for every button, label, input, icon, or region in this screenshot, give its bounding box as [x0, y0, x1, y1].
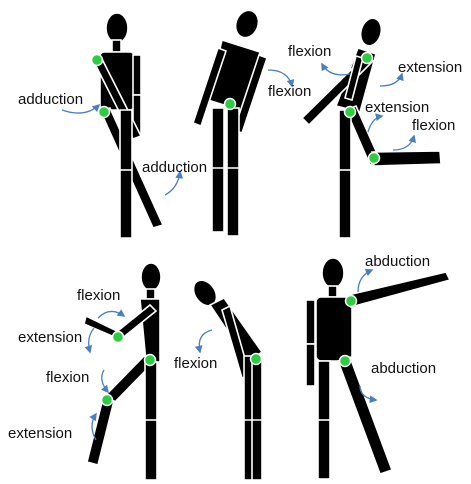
- leg-back: [212, 108, 224, 232]
- shoulder-joint: [362, 53, 373, 64]
- shin-flexed: [372, 151, 441, 166]
- flexion-arrow-2: [102, 370, 108, 392]
- hip-joint: [340, 356, 351, 367]
- shin-flexed: [87, 398, 114, 465]
- left-arm-lower: [306, 344, 315, 386]
- label-flexion-1: flexion: [288, 43, 331, 60]
- right-arm-upper: [133, 55, 141, 95]
- hip-joint: [251, 354, 262, 365]
- label-abduction-1: abduction: [365, 253, 430, 270]
- extension-arrow-1: [89, 328, 94, 352]
- leg-stance: [339, 110, 351, 238]
- hip-joint: [225, 99, 236, 110]
- label-extension-2: extension: [365, 99, 429, 116]
- label-flexion-1: flexion: [77, 287, 120, 304]
- panel-hip-adduction: adduction adduction: [18, 13, 207, 238]
- label-adduction-1: adduction: [18, 91, 83, 108]
- panel-abduction: abduction abduction: [306, 253, 450, 479]
- flexion-arrow: [199, 330, 212, 352]
- shoulder-joint: [92, 55, 103, 66]
- shoulder-joint: [113, 332, 124, 343]
- hip-joint: [145, 355, 156, 366]
- panel-arm-leg-flexion-extension-side: flexion extension flexion extension: [8, 263, 161, 480]
- extension-arrow-2: [368, 116, 382, 132]
- head: [141, 263, 161, 291]
- knee-joint: [102, 395, 113, 406]
- neck: [112, 40, 121, 52]
- flexion-arrow-1: [322, 64, 350, 75]
- head: [106, 13, 128, 43]
- label-flexion: flexion: [268, 83, 311, 100]
- head: [322, 258, 344, 288]
- leg-straight: [120, 110, 132, 238]
- panel-neck-flexion: flexion: [174, 276, 262, 480]
- leg-stance: [145, 362, 157, 480]
- hip-joint: [99, 107, 110, 118]
- label-extension-1: extension: [398, 59, 462, 76]
- left-arm-upper: [306, 300, 315, 344]
- shoulder-joint: [346, 296, 357, 307]
- flexion-arrow-1: [98, 311, 124, 318]
- panel-trunk-flexion: flexion: [193, 7, 311, 236]
- head: [358, 16, 385, 48]
- panel-arm-leg-flexion-extension: flexion extension extension flexion: [288, 16, 462, 238]
- label-flexion: flexion: [174, 355, 217, 372]
- label-extension-2: extension: [8, 425, 72, 442]
- leg-front: [227, 108, 239, 236]
- arm-abducted: [348, 272, 450, 307]
- leg-2: [252, 356, 262, 480]
- abduction-arrow-1: [358, 270, 372, 292]
- flexion-arrow-2: [393, 136, 414, 150]
- knee-joint: [369, 153, 380, 164]
- label-extension-1: extension: [18, 329, 82, 346]
- torso: [316, 297, 352, 361]
- neck: [146, 289, 155, 299]
- label-abduction-2: abduction: [371, 360, 436, 377]
- label-flexion-2: flexion: [46, 369, 89, 386]
- hip-joint: [345, 107, 356, 118]
- neck: [328, 286, 337, 297]
- head: [232, 7, 262, 41]
- label-adduction-2: adduction: [142, 159, 207, 176]
- label-flexion-2: flexion: [412, 117, 455, 134]
